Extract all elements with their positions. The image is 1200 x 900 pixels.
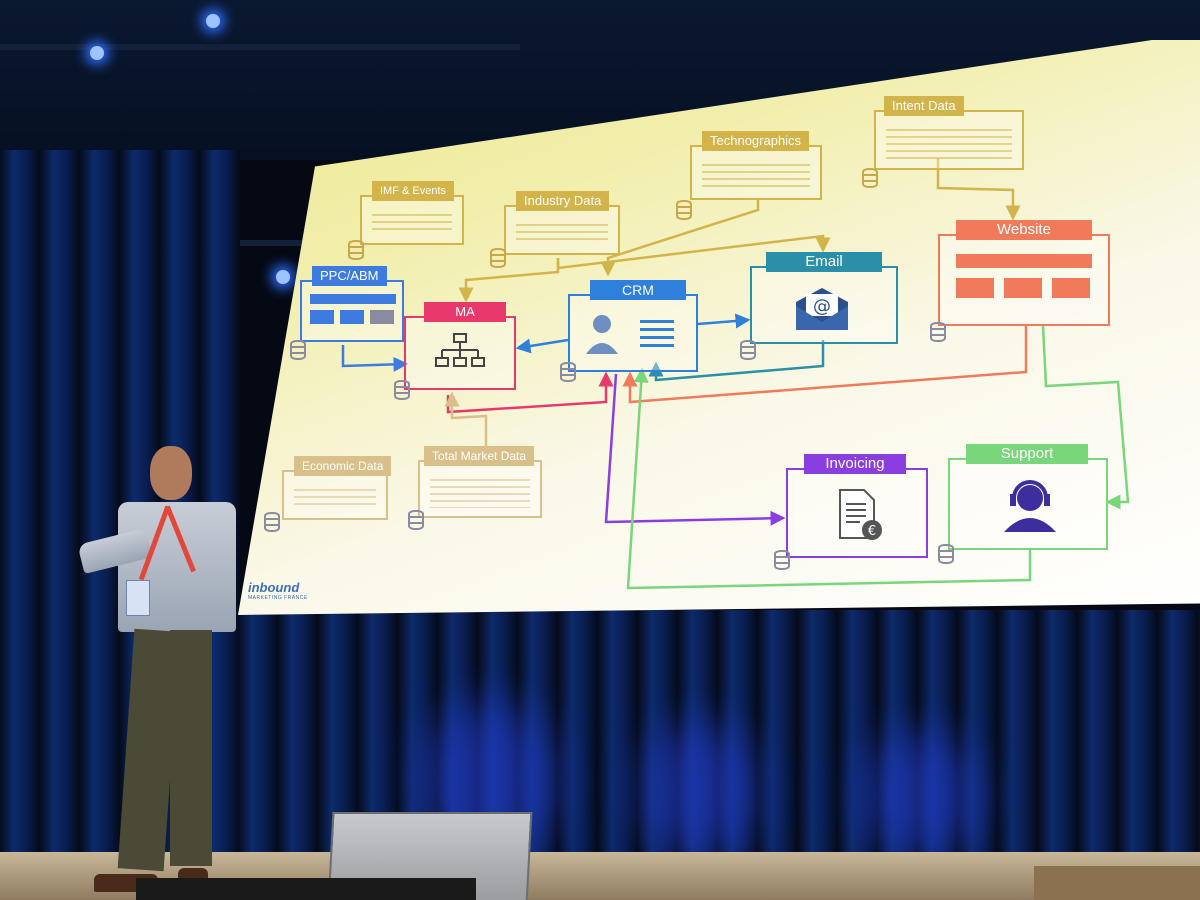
total-market-data-label: Total Market Data [424, 446, 535, 466]
database-icon [560, 362, 576, 382]
intent-data-box: Intent Data [874, 96, 1024, 170]
email-box: Email @ [750, 252, 898, 344]
database-icon [408, 510, 424, 530]
connector-industry-ma [458, 258, 560, 303]
invoicing-box: Invoicing € [786, 454, 928, 558]
connector-tech-crm [600, 200, 760, 277]
curtain-light [640, 720, 760, 860]
stage-spotlight [276, 270, 290, 284]
org-chart-icon [435, 333, 485, 367]
stage-equipment [136, 878, 476, 900]
connector-crm-email [697, 313, 751, 329]
crm-label: CRM [590, 280, 686, 300]
database-icon [938, 544, 954, 564]
database-icon [740, 340, 756, 360]
website-box: Website [938, 220, 1110, 326]
economic-data-label: Economic Data [294, 456, 392, 476]
website-label: Website [956, 220, 1092, 240]
svg-text:@: @ [813, 296, 831, 317]
stage-platform [1034, 866, 1200, 900]
connector-email-crm [648, 340, 825, 382]
intent-data-label: Intent Data [884, 96, 964, 116]
connector-industry-email [556, 234, 831, 270]
technographics-box: Technographics [690, 131, 822, 200]
truss-bar [0, 44, 520, 50]
support-label: Support [966, 444, 1088, 464]
connector-website-support [1041, 325, 1130, 510]
database-icon [862, 168, 878, 188]
connector-crm-ma [515, 338, 569, 354]
connector-ppc-ma [341, 345, 409, 372]
speaker-leg-right [170, 630, 212, 866]
stage-spotlight [206, 14, 220, 28]
table-lines [294, 484, 376, 510]
ma-label: MA [424, 302, 506, 322]
crm-box: CRM [568, 280, 698, 372]
database-icon [264, 512, 280, 532]
economic-data-box: Economic Data [282, 456, 392, 520]
total-market-data-box: Total Market Data [418, 446, 542, 518]
connector-market-ma [444, 391, 488, 446]
table-lines [702, 159, 810, 190]
table-lines [430, 474, 530, 508]
svg-text:€: € [868, 524, 876, 539]
logo-tagline: MARKETING FRANCE [248, 595, 308, 601]
connector-lines [341, 158, 1130, 590]
imf-events-label: IMF & Events [372, 181, 455, 201]
email-label: Email [766, 252, 882, 272]
imf-events-box: IMF & Events [360, 181, 464, 245]
database-icon [348, 240, 364, 260]
webpage-wireframe-icon [310, 294, 396, 324]
database-icon [490, 248, 506, 268]
table-lines [516, 219, 608, 245]
industry-data-box: Industry Data [504, 191, 620, 255]
stage-spotlight [90, 46, 104, 60]
headset-agent-icon [1004, 480, 1056, 532]
contact-card-icon [586, 315, 674, 354]
curtain-light [860, 730, 980, 860]
speaker [60, 440, 260, 900]
webpage-wireframe-icon [956, 254, 1092, 298]
table-lines [886, 124, 1012, 160]
connector-intent-website [936, 158, 1021, 221]
name-badge [126, 580, 150, 616]
envelope-at-icon: @ [796, 288, 848, 330]
technographics-label: Technographics [702, 131, 810, 151]
invoice-euro-icon: € [839, 489, 882, 540]
industry-data-label: Industry Data [516, 191, 610, 211]
database-icon [394, 380, 410, 400]
support-box: Support [948, 444, 1108, 550]
connector-website-crm [622, 326, 1028, 404]
database-icon [930, 322, 946, 342]
table-lines [372, 209, 452, 235]
ppc-abm-label: PPC/ABM [312, 266, 387, 286]
speaker-head [150, 446, 192, 500]
connector-crm-invoicing [604, 373, 786, 526]
inbound-logo: inbound MARKETING FRANCE [248, 580, 308, 601]
database-icon [290, 340, 306, 360]
database-icon [774, 550, 790, 570]
database-icon [676, 200, 692, 220]
logo-wordmark: inbound [248, 580, 300, 595]
ma-box: MA [404, 302, 516, 390]
ppc-abm-box: PPC/ABM [300, 266, 404, 342]
invoicing-label: Invoicing [804, 454, 906, 474]
connector-support-crm [626, 367, 1032, 590]
